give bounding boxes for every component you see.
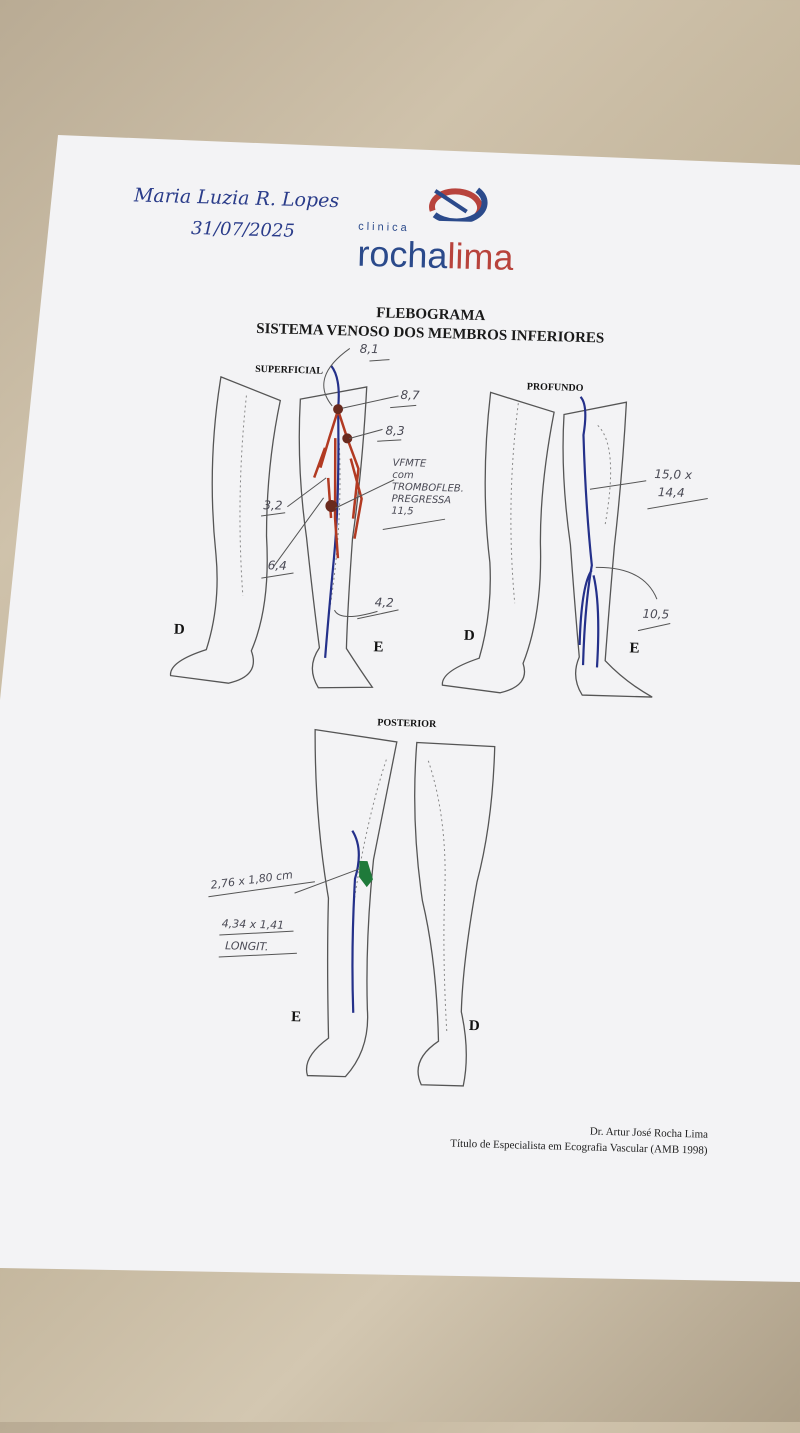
measurement: 6,4: [267, 558, 287, 573]
clinical-note: VFMTE com TROMBOFLEB. PREGRESSA 11,5: [391, 458, 465, 520]
note-line: 11,5: [391, 505, 414, 518]
leg-outline: [441, 391, 555, 694]
leg-outline: [298, 386, 374, 689]
measurement: 8,3: [385, 423, 405, 439]
vein-posterior: [351, 830, 360, 1013]
measurement: 8,7: [400, 387, 420, 403]
measurement: 10,5: [642, 606, 670, 622]
clinic-logo: clinica rochalima: [357, 179, 570, 285]
measurement: 15,0 x: [654, 467, 693, 483]
measurement: LONGIT.: [224, 939, 269, 954]
leg-outline: [305, 728, 398, 1078]
leg-outline: [169, 375, 282, 684]
varicose-veins: [313, 409, 363, 559]
vein-profundo: [578, 396, 600, 668]
logo-mark-icon: [429, 187, 488, 223]
measurement: 4,2: [374, 595, 395, 610]
leg-outline: [562, 401, 653, 698]
measurement: 14,4: [657, 485, 685, 500]
thrombus-lesion: [359, 860, 373, 888]
leg-outline: [414, 741, 496, 1087]
measurement: 8,1: [359, 341, 380, 357]
measurement: 4,34 x 1,41: [221, 917, 285, 932]
measurement: 3,2: [263, 498, 283, 513]
